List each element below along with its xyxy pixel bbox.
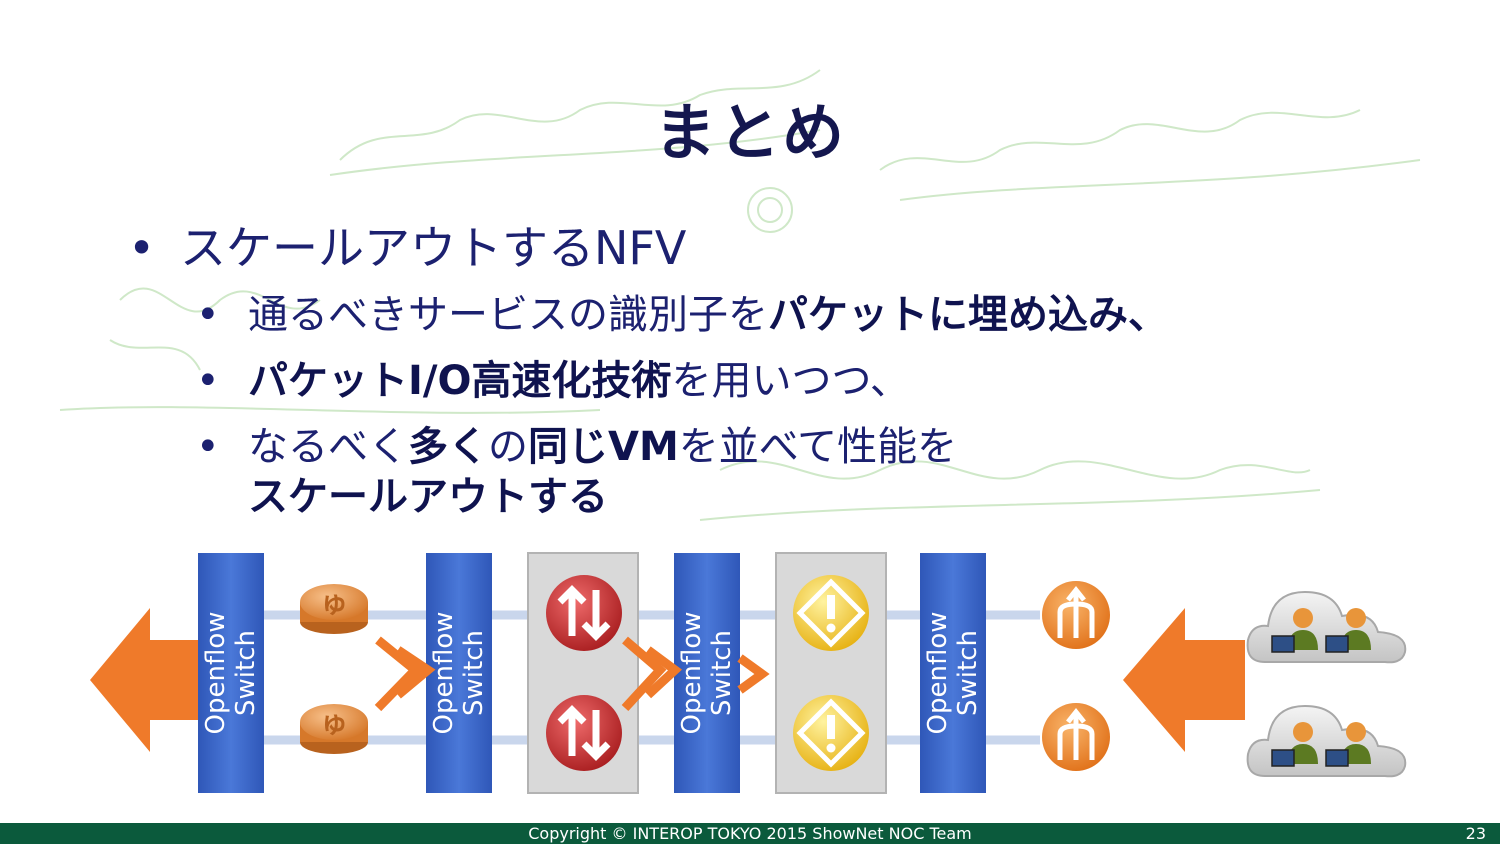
bullet-list: •スケールアウトするNFV •通るべきサービスの識別子をパケットに埋め込み、 •… (128, 221, 1168, 520)
cloud-users-icon (1246, 590, 1407, 664)
warning-icon (793, 695, 869, 771)
nfv-diagram: ゅ ゅ (0, 540, 1500, 820)
outbound-arrow (90, 608, 200, 752)
slide-title: まとめ (653, 96, 846, 169)
bullet-sub-2: •パケットI/O高速化技術を用いつつ、 (196, 358, 910, 404)
bullet-sub-1: •通るべきサービスの識別子をパケットに埋め込み、 (196, 292, 1168, 338)
inbound-arrow (1123, 608, 1245, 752)
page-number: 23 (1465, 824, 1486, 843)
svg-text:ゅ: ゅ (320, 706, 348, 739)
svg-text:ゅ: ゅ (320, 586, 348, 619)
openflow-switch-2 (426, 553, 492, 793)
diagram-graphics: ゅ ゅ (90, 552, 1407, 794)
nat-icon (546, 695, 622, 771)
bullet-main: •スケールアウトするNFV (128, 221, 687, 275)
flow-chevrons (374, 636, 770, 712)
bullet-sub-3-line2: スケールアウトする (248, 474, 608, 520)
load-balancer-icon (1042, 703, 1110, 771)
bullet-sub-3: •なるべく多くの同じVMを並べて性能を (196, 424, 958, 470)
nat-icon (546, 575, 622, 651)
cloud-users-icon (1246, 704, 1407, 778)
load-balancer-icon (1042, 581, 1110, 649)
openflow-switch-4 (920, 553, 986, 793)
openflow-switch-1 (198, 553, 264, 793)
openflow-switch-3 (674, 553, 740, 793)
footer-bar: Copyright © INTEROP TOKYO 2015 ShowNet N… (0, 823, 1500, 844)
bullet-dot: • (128, 221, 156, 275)
warning-icon (793, 575, 869, 651)
router-icon: ゅ (300, 584, 368, 634)
copyright-text: Copyright © INTEROP TOKYO 2015 ShowNet N… (528, 824, 972, 843)
router-icon: ゅ (300, 704, 368, 754)
